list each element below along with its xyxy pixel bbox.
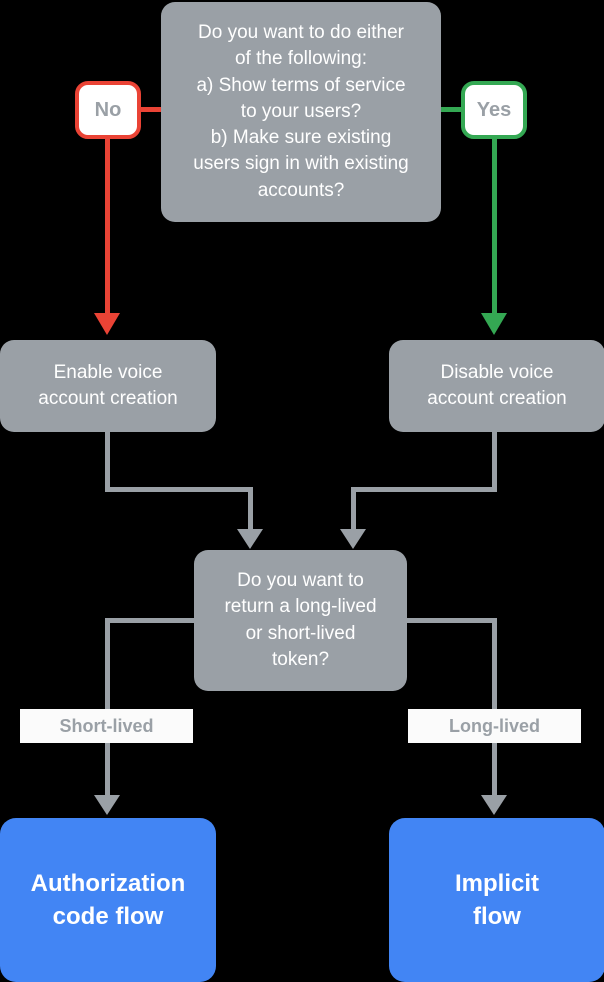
edge-label-short-lived-text: Short-lived (59, 715, 154, 736)
box-disable-text: Disable voice account creation (427, 361, 567, 409)
arrowhead-disable-to-mid (340, 529, 366, 549)
edge-label-short-lived: Short-lived (20, 709, 193, 743)
edge-mid-left-across (105, 618, 197, 623)
branch-pill-yes-label: Yes (476, 98, 512, 121)
box-enable-text: Enable voice account creation (38, 361, 178, 409)
edge-enable-across (105, 487, 253, 492)
decision-node-terms-of-service[interactable]: Do you want to do either of the followin… (161, 2, 441, 222)
edge-mid-to-implicit (492, 618, 497, 798)
edge-label-long-lived: Long-lived (408, 709, 581, 743)
arrowhead-yes-to-disable (481, 313, 507, 335)
decision-top-text: Do you want to do either of the followin… (193, 22, 409, 201)
box-implicit-text: Implicit flow (454, 869, 539, 930)
arrowhead-mid-to-auth (94, 795, 120, 815)
action-node-enable-voice-account-creation[interactable]: Enable voice account creation (0, 340, 216, 432)
arrowhead-no-to-enable (94, 313, 120, 335)
branch-pill-no-label: No (94, 98, 122, 121)
edge-mid-to-auth (105, 618, 110, 798)
edge-top-to-no (141, 107, 165, 112)
edge-enable-down (105, 430, 110, 492)
edge-label-long-lived-text: Long-lived (449, 715, 540, 736)
box-auth-text: Authorization code flow (30, 869, 186, 930)
edge-yes-to-disable (492, 139, 497, 315)
edge-disable-across (351, 487, 497, 492)
outcome-node-implicit-flow[interactable]: Implicit flow (389, 818, 604, 982)
decision-mid-text: Do you want to return a long-lived or sh… (224, 570, 377, 670)
edge-disable-down (492, 430, 497, 492)
outcome-node-authorization-code-flow[interactable]: Authorization code flow (0, 818, 216, 982)
decision-node-token-lifetime[interactable]: Do you want to return a long-lived or sh… (194, 550, 407, 691)
edge-no-to-enable (105, 139, 110, 315)
branch-pill-yes[interactable]: Yes (461, 81, 527, 139)
branch-pill-no[interactable]: No (75, 81, 141, 139)
edge-top-to-yes (437, 107, 463, 112)
action-node-disable-voice-account-creation[interactable]: Disable voice account creation (389, 340, 604, 432)
arrowhead-enable-to-mid (237, 529, 263, 549)
edge-mid-right-across (404, 618, 496, 623)
arrowhead-mid-to-implicit (481, 795, 507, 815)
edge-enable-to-mid (248, 487, 253, 531)
edge-disable-to-mid (351, 487, 356, 531)
